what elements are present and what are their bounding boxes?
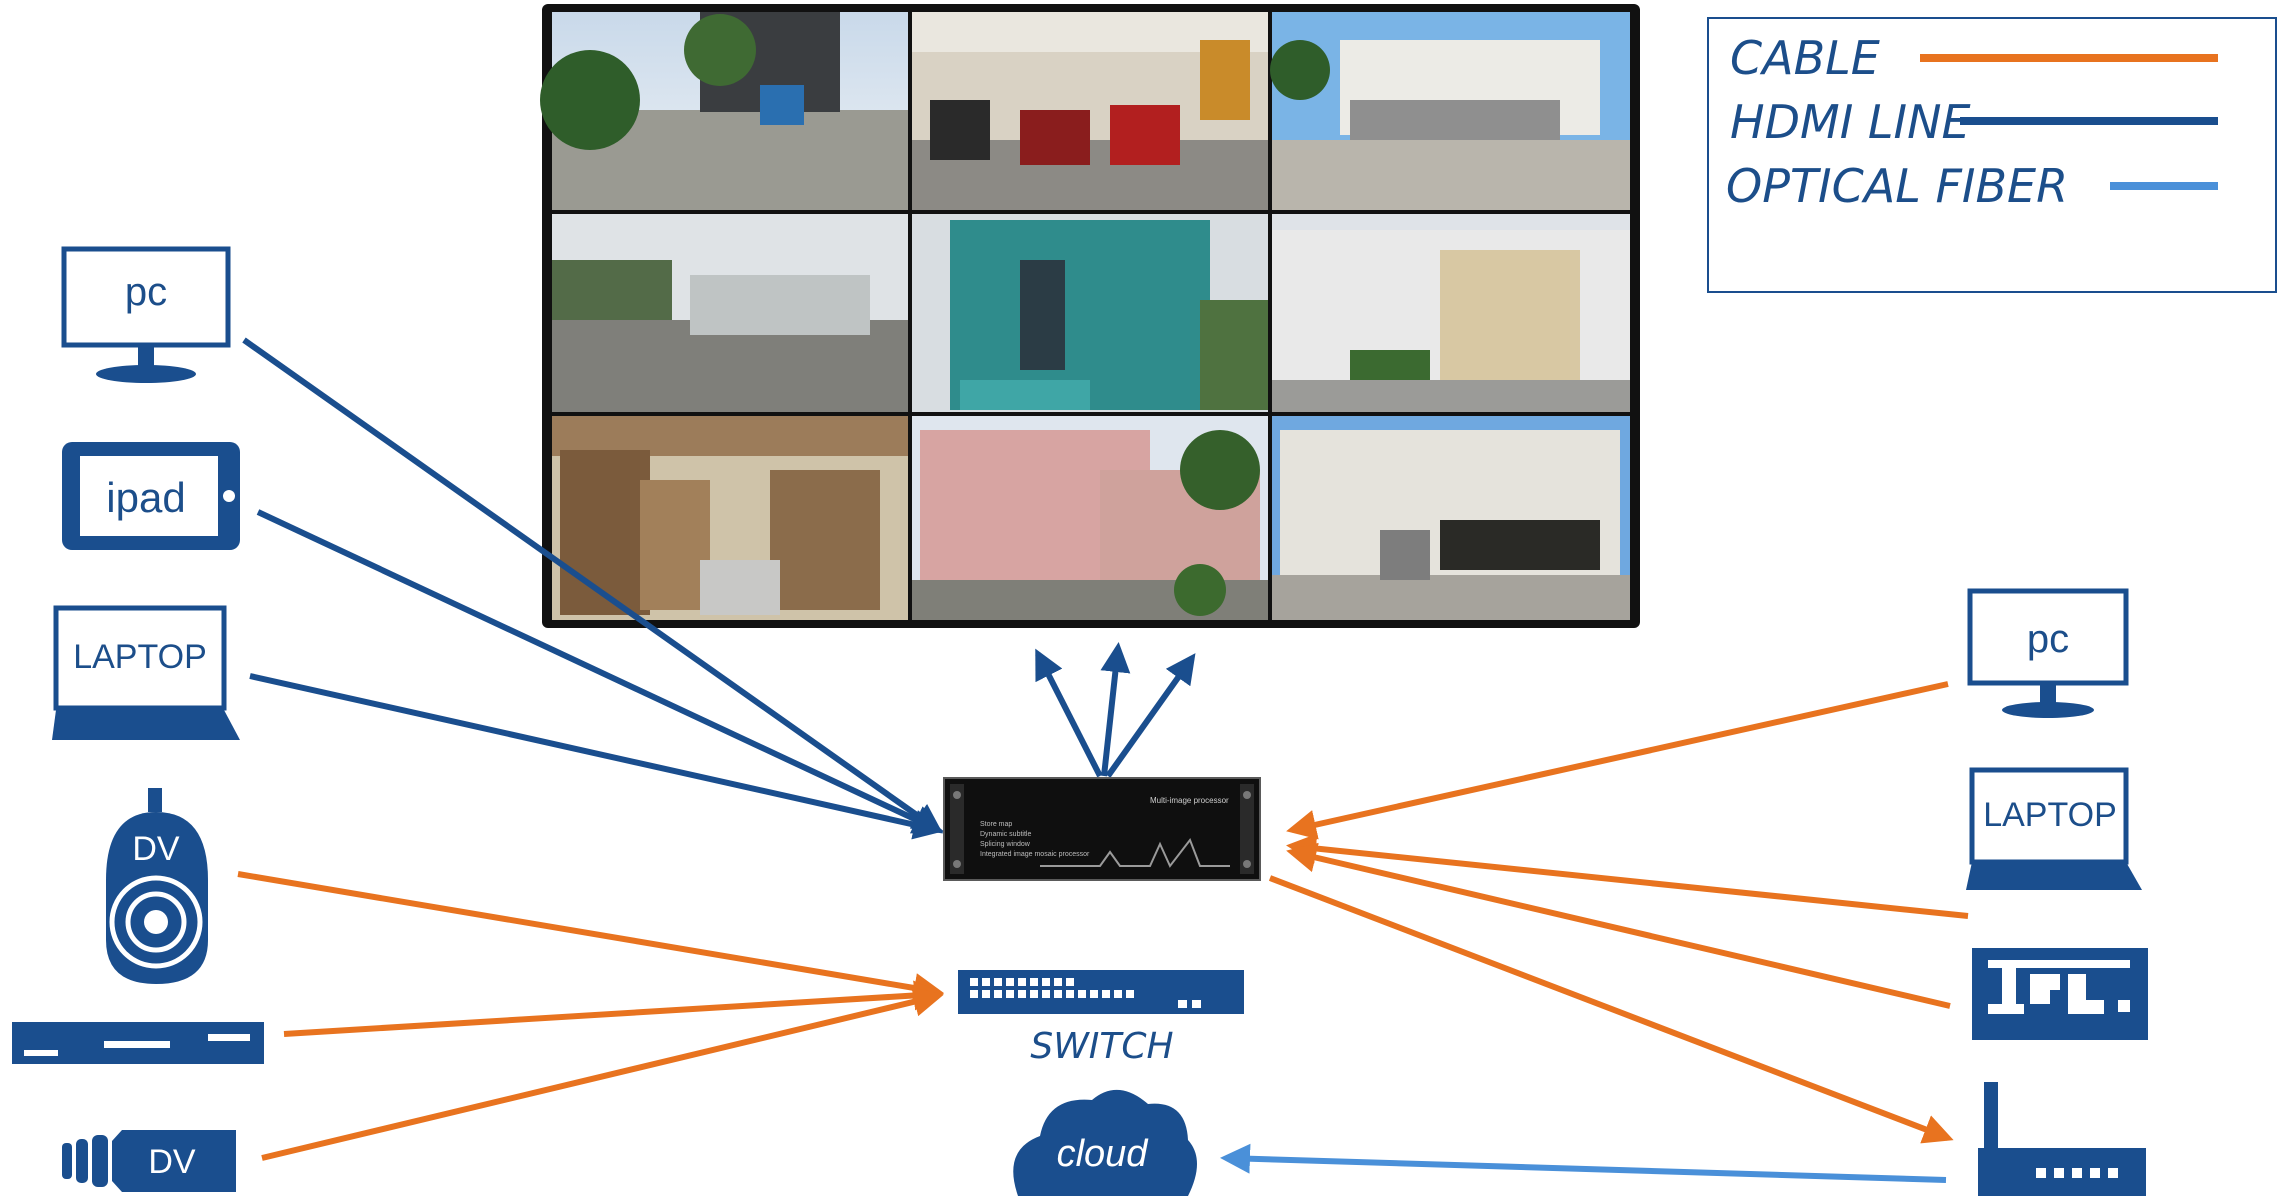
- video-tile-motorcycle-shed: [912, 12, 1268, 210]
- switch-label: SWITCH: [1030, 1026, 1173, 1067]
- legend-fiber-label: OPTICAL FIBER: [1726, 159, 2068, 213]
- processor-line-4: Integrated image mosaic processor: [980, 851, 1090, 858]
- cable-line-dvr: [283, 980, 944, 1037]
- hdmi-output-2: [1100, 642, 1131, 777]
- video-wall: [540, 4, 1640, 628]
- cable-line-right-laptop: [1286, 833, 1969, 919]
- video-tile-company-gate: [1272, 416, 1630, 620]
- video-tile-sliding-gate: [552, 214, 908, 412]
- left-dv-dome-label: DV: [132, 830, 180, 868]
- right-pc-device: pc: [1967, 588, 2129, 718]
- video-tile-guard-house: [912, 214, 1268, 412]
- left-dv-dome-device: DV: [106, 788, 208, 984]
- right-laptop-device: LAPTOP: [1966, 767, 2142, 890]
- right-router-device: [1978, 1082, 2146, 1196]
- hdmi-output-3: [1105, 653, 1196, 778]
- processor-title: Multi-image processor: [1150, 796, 1229, 805]
- video-tile-parking-gate: [540, 12, 908, 210]
- video-tile-workshop: [1272, 214, 1630, 412]
- left-pc-device: pc: [61, 246, 231, 383]
- monitor-icon: [1967, 588, 2129, 718]
- legend-cable-label: CABLE: [1730, 31, 1880, 85]
- left-pc-label: pc: [125, 270, 167, 314]
- processor-line-1: Store map: [980, 821, 1012, 828]
- hdmi-line-pc: [242, 337, 943, 834]
- video-tile-factory-entrance: [1270, 12, 1630, 210]
- video-tile-office-building: [912, 416, 1268, 620]
- cable-line-dv-bullet: [261, 987, 944, 1161]
- left-laptop-device: LAPTOP: [52, 605, 240, 740]
- laptop-icon: [52, 605, 240, 740]
- connection-lines: [237, 337, 1969, 1183]
- dvr-icon: [12, 1022, 264, 1064]
- laptop-icon: [1966, 767, 2142, 890]
- hdmi-line-ipad: [256, 509, 944, 834]
- hdmi-output-1: [1035, 648, 1103, 778]
- left-dv-bullet-device: DV: [62, 1130, 236, 1192]
- cable-line-dv-dome: [237, 871, 944, 1003]
- router-icon: [1978, 1082, 2146, 1196]
- left-laptop-label: LAPTOP: [73, 638, 207, 676]
- video-processor-icon: [943, 777, 1261, 881]
- processor-line-3: Splicing window: [980, 841, 1031, 848]
- left-ipad-label: ipad: [106, 474, 185, 521]
- video-tile-warehouse: [552, 416, 908, 620]
- cloud-label: cloud: [1057, 1133, 1150, 1175]
- legend: CABLE HDMI LINE OPTICAL FIBER: [1707, 17, 2277, 293]
- dome-camera-icon: [106, 788, 208, 984]
- fiber-line-cloud: [1220, 1143, 1947, 1183]
- cloud-device: cloud: [1013, 1089, 1197, 1196]
- decoder-icon: [1972, 948, 2148, 1040]
- cable-line-right-pc: [1286, 681, 1949, 840]
- right-pc-label: pc: [2027, 617, 2069, 661]
- right-decoder-device: [1972, 948, 2148, 1040]
- cable-line-to-router: [1268, 875, 1954, 1144]
- hdmi-line-laptop: [249, 673, 944, 840]
- network-switch-icon: [958, 970, 1244, 1014]
- tablet-icon: [62, 442, 240, 550]
- cloud-icon: [1013, 1089, 1197, 1196]
- cable-line-right-decoder: [1286, 842, 1951, 1009]
- network-switch-device: SWITCH: [958, 970, 1244, 1067]
- left-dvr-device: [12, 1022, 264, 1064]
- left-dv-bullet-label: DV: [148, 1143, 196, 1181]
- right-laptop-label: LAPTOP: [1983, 796, 2117, 834]
- left-ipad-device: ipad: [62, 442, 240, 550]
- processor-line-2: Dynamic subtitle: [980, 831, 1031, 838]
- monitor-icon: [61, 246, 231, 383]
- bullet-camera-icon: [62, 1130, 236, 1192]
- legend-hdmi-label: HDMI LINE: [1730, 95, 1971, 149]
- video-processor-device: Multi-image processor Store map Dynamic …: [943, 777, 1261, 881]
